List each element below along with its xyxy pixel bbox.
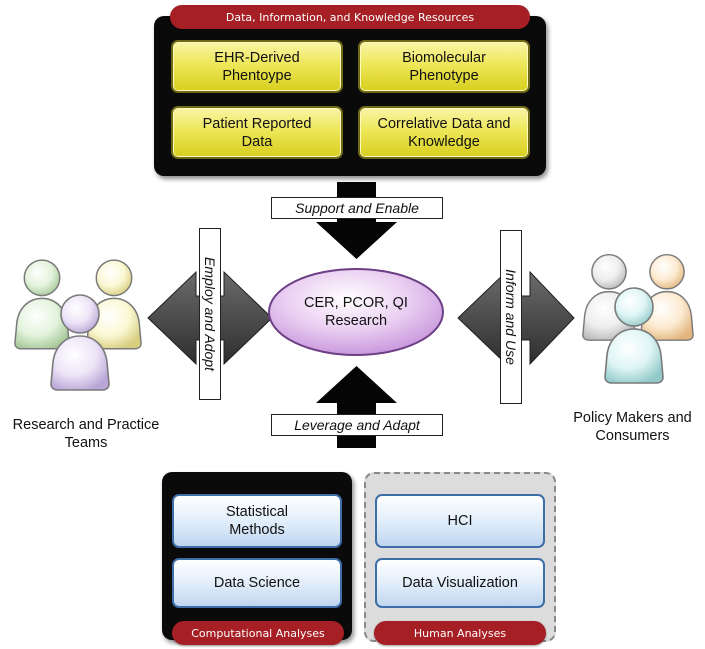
arrow-down-support — [316, 182, 397, 259]
policy-makers-label: Policy Makers and Consumers — [560, 409, 705, 445]
resource-box-line2: Data — [241, 133, 273, 150]
analysis-box-data-science: Data Science — [172, 558, 342, 608]
research-label-line1: CER, PCOR, QI — [304, 295, 408, 311]
analysis-box-line2: Methods — [229, 522, 285, 538]
analysis-box-line1: Statistical — [225, 504, 289, 520]
resource-box-correlative-data: Correlative Data and Knowledge — [358, 106, 530, 159]
research-label-line2: Research — [324, 313, 388, 329]
analysis-box-line1: Data Visualization — [402, 575, 518, 591]
inform-use-label: Inform and Use — [500, 230, 522, 404]
research-label: CER, PCOR, QI Research — [280, 292, 432, 332]
resource-box-line2: Phenotype — [409, 67, 479, 84]
research-teams-line1: Research and Practice — [12, 417, 160, 433]
arrow-up-leverage — [316, 366, 397, 448]
resource-box-line2: Phentoype — [222, 67, 292, 84]
people-group-icon — [582, 253, 694, 384]
resource-box-biomolecular-phenotype: Biomolecular Phenotype — [358, 40, 530, 93]
resource-box-line1: EHR-Derived — [214, 49, 300, 66]
support-enable-label: Support and Enable — [271, 197, 443, 219]
resource-box-line1: Patient Reported — [202, 115, 312, 132]
resource-box-patient-reported: Patient Reported Data — [171, 106, 343, 159]
resource-box-line1: Biomolecular — [402, 49, 486, 66]
resource-box-line2: Knowledge — [408, 133, 480, 150]
resources-banner: Data, Information, and Knowledge Resourc… — [170, 5, 530, 29]
analysis-box-statistical-methods: Statistical Methods — [172, 494, 342, 548]
inform-use-text: Inform and Use — [503, 269, 519, 365]
human-banner: Human Analyses — [374, 621, 546, 645]
computational-banner: Computational Analyses — [172, 621, 344, 645]
analysis-box-data-visualization: Data Visualization — [375, 558, 545, 608]
research-teams-label: Research and Practice Teams — [0, 416, 172, 452]
research-ellipse — [268, 268, 444, 356]
policy-makers-line2: Consumers — [595, 428, 670, 444]
analysis-box-line1: Data Science — [213, 575, 301, 591]
research-teams-line2: Teams — [64, 435, 108, 451]
people-group-icon — [14, 259, 142, 391]
employ-adopt-label: Employ and Adopt — [199, 228, 221, 400]
resource-box-line1: Correlative Data and — [377, 115, 511, 132]
leverage-adapt-label: Leverage and Adapt — [271, 414, 443, 436]
policy-makers-line1: Policy Makers and — [573, 410, 692, 426]
employ-adopt-text: Employ and Adopt — [202, 257, 218, 371]
resource-box-ehr-phenotype: EHR-Derived Phentoype — [171, 40, 343, 93]
analysis-box-line1: HCI — [447, 513, 473, 529]
analysis-box-hci: HCI — [375, 494, 545, 548]
